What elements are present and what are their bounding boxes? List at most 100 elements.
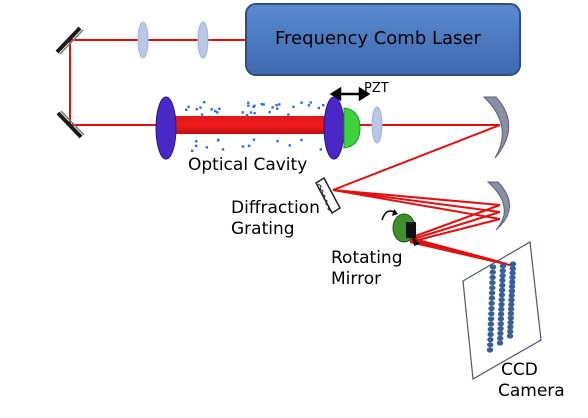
camera-spot	[508, 301, 515, 308]
gas-molecule	[195, 108, 198, 111]
ccd-camera-label-line1: CCD	[501, 360, 538, 380]
double-arrow-icon	[329, 86, 371, 102]
camera-spot	[499, 277, 506, 283]
gas-molecule	[252, 105, 255, 108]
gas-molecule	[319, 148, 322, 151]
camera-spot	[507, 315, 514, 321]
gas-molecule	[195, 144, 198, 148]
camera-spot	[507, 310, 515, 317]
cavity-mirror-icon	[323, 96, 345, 160]
gas-molecule	[200, 113, 204, 116]
gas-molecule	[187, 105, 190, 108]
gas-molecule	[300, 101, 303, 104]
diffraction-grating-icon	[315, 176, 341, 215]
camera-spot	[506, 333, 514, 339]
camera-spot	[507, 306, 515, 312]
camera-spot	[488, 290, 496, 296]
gas-molecule	[287, 113, 290, 116]
pzt-actuator-icon	[343, 107, 361, 149]
camera-spot	[507, 319, 514, 326]
camera-spot	[509, 261, 517, 267]
rotating-mirror-icon	[392, 213, 420, 246]
gas-molecule	[210, 108, 213, 111]
gas-molecule	[247, 101, 250, 104]
gas-molecule	[278, 103, 281, 106]
camera-spot	[489, 274, 496, 280]
lens-icon	[371, 106, 383, 144]
gas-molecule	[199, 106, 202, 109]
camera-spot	[507, 328, 514, 335]
gas-molecule	[276, 107, 279, 110]
gas-molecule	[218, 107, 221, 110]
gas-molecule	[191, 149, 194, 152]
gas-molecule	[275, 103, 278, 107]
gas-molecule	[185, 108, 188, 111]
camera-spot	[499, 263, 507, 269]
camera-spot	[497, 326, 504, 332]
gas-molecule	[217, 138, 220, 142]
optical-cavity	[155, 96, 361, 160]
camera-spot	[489, 269, 496, 275]
camera-spot	[487, 316, 495, 322]
camera-spot	[487, 326, 494, 332]
ccd-camera-label-line2: Camera	[498, 381, 565, 401]
camera-spot-columns	[486, 261, 517, 353]
gas-molecule	[253, 111, 256, 115]
camera-spot	[508, 292, 515, 299]
camera-spot	[508, 288, 516, 294]
camera-spot	[497, 321, 504, 327]
camera-spot	[486, 347, 494, 353]
camera-spot	[487, 342, 494, 348]
camera-spot	[497, 311, 505, 317]
rotating-mirror-label-line1: Rotating	[331, 248, 403, 268]
rotation-arrow-icon	[381, 209, 398, 221]
gas-molecule	[216, 111, 219, 114]
pzt-label: PZT	[364, 81, 389, 96]
camera-spot	[488, 300, 495, 306]
ccd-camera-icon	[462, 241, 542, 380]
camera-spot	[487, 337, 494, 343]
gas-molecule	[203, 101, 206, 104]
camera-spot	[498, 306, 505, 312]
gas-molecule	[300, 138, 303, 142]
camera-spot	[489, 285, 496, 291]
camera-spot	[497, 335, 504, 341]
camera-spot	[509, 279, 516, 285]
gas-molecule	[262, 103, 265, 106]
gas-molecule	[292, 105, 295, 108]
gas-molecule	[214, 109, 217, 113]
gas-molecule	[268, 110, 271, 114]
gas-molecules	[185, 101, 325, 152]
lens-icon	[197, 21, 209, 59]
camera-spot	[497, 316, 505, 322]
gas-molecule	[317, 106, 321, 110]
gas-molecule	[245, 113, 249, 117]
gas-molecule	[205, 146, 208, 149]
camera-spot	[489, 264, 497, 270]
camera-spot	[498, 292, 506, 298]
diffraction-grating-label-line2: Grating	[231, 219, 295, 239]
camera-spot	[497, 330, 504, 336]
camera-spot	[489, 280, 496, 286]
cavity-mirror-icon	[155, 96, 177, 160]
gas-molecule	[247, 104, 250, 107]
camera-spot	[509, 270, 516, 276]
camera-spot	[499, 273, 506, 279]
rotating-mirror-label-line2: Mirror	[331, 269, 382, 289]
gas-molecule	[241, 111, 244, 114]
optical-cavity-label: Optical Cavity	[188, 155, 308, 175]
gas-molecule	[322, 104, 325, 107]
gas-molecule	[252, 138, 256, 141]
camera-spot	[509, 274, 516, 281]
camera-spot	[498, 287, 506, 293]
concave-mirror-icon	[486, 181, 510, 231]
camera-spot	[488, 305, 495, 312]
gas-molecule	[271, 106, 274, 109]
camera-spot	[488, 295, 496, 301]
camera-spot	[496, 340, 504, 346]
flat-mirror-icon	[56, 110, 85, 139]
lens-icon	[137, 21, 149, 59]
camera-spot	[508, 297, 515, 303]
gas-molecule	[221, 148, 225, 151]
